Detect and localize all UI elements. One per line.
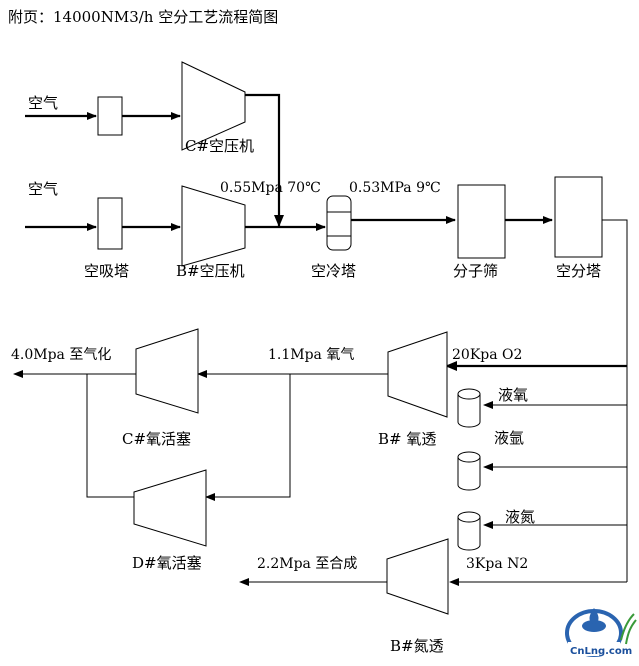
oxygen-11mpa-label: 1.1Mpa 氧气 (268, 347, 354, 363)
liquid-nitrogen-label: 液氮 (505, 508, 535, 526)
air-cooling-tower-shape (326, 195, 352, 251)
molecular-sieve-shape (457, 184, 506, 259)
d-piston-return-line (86, 374, 134, 498)
b-nitrogen-turbine-label: B#氮透 (390, 637, 444, 655)
filter-top (97, 96, 123, 136)
b-oxygen-turbine-shape (387, 331, 448, 418)
cold-box-outlet-header (602, 219, 628, 582)
c-compressor-discharge-line (245, 93, 284, 227)
to-gasification-label: 4.0Mpa 至气化 (11, 347, 111, 363)
cnlng-logo: CnLng.com (565, 608, 637, 657)
air-separation-tower-shape (554, 176, 603, 258)
liquid-argon-label: 液氩 (494, 429, 524, 447)
liquid-oxygen-label: 液氧 (498, 386, 528, 404)
b-air-compressor-shape (181, 185, 246, 267)
d-oxygen-piston-label: D#氧活塞 (132, 554, 202, 572)
liquid-argon-tank (457, 451, 481, 491)
o2-20kpa-label: 20Kpa O2 (452, 347, 522, 363)
c-oxygen-piston-shape (135, 328, 199, 414)
air-label-top: 空气 (28, 94, 58, 112)
liquid-nitrogen-tank (457, 511, 481, 551)
pressure-label-2: 0.53MPa 9℃ (349, 180, 441, 196)
c-air-compressor-label: C#空压机 (185, 137, 254, 155)
air-label-bottom: 空气 (28, 180, 58, 198)
molecular-sieve-label: 分子筛 (453, 262, 498, 280)
liquid-oxygen-tank (457, 388, 481, 428)
c-air-compressor-shape (181, 61, 246, 151)
b-nitrogen-turbine-shape (386, 538, 449, 615)
b-oxygen-turbine-label: B# 氧透 (378, 430, 436, 448)
d-oxygen-piston-shape (133, 469, 207, 547)
branch-to-d-piston-line (205, 374, 291, 501)
air-cooling-tower-label: 空冷塔 (311, 262, 356, 280)
c-oxygen-piston-label: C#氧活塞 (122, 430, 191, 448)
logo-text: CnLng.com (570, 646, 632, 657)
n2-3kpa-label: 3Kpa N2 (466, 556, 528, 572)
air-intake-tower-label: 空吸塔 (84, 262, 129, 280)
b-air-compressor-label: B#空压机 (176, 262, 245, 280)
page-title: 附页：14000NM3/h 空分工艺流程简图 (8, 8, 278, 26)
pressure-label-1: 0.55Mpa 70℃ (220, 180, 321, 196)
air-intake-tower-shape (97, 197, 123, 250)
air-separation-tower-label: 空分塔 (556, 262, 601, 280)
to-synthesis-label: 2.2Mpa 至合成 (257, 556, 357, 572)
